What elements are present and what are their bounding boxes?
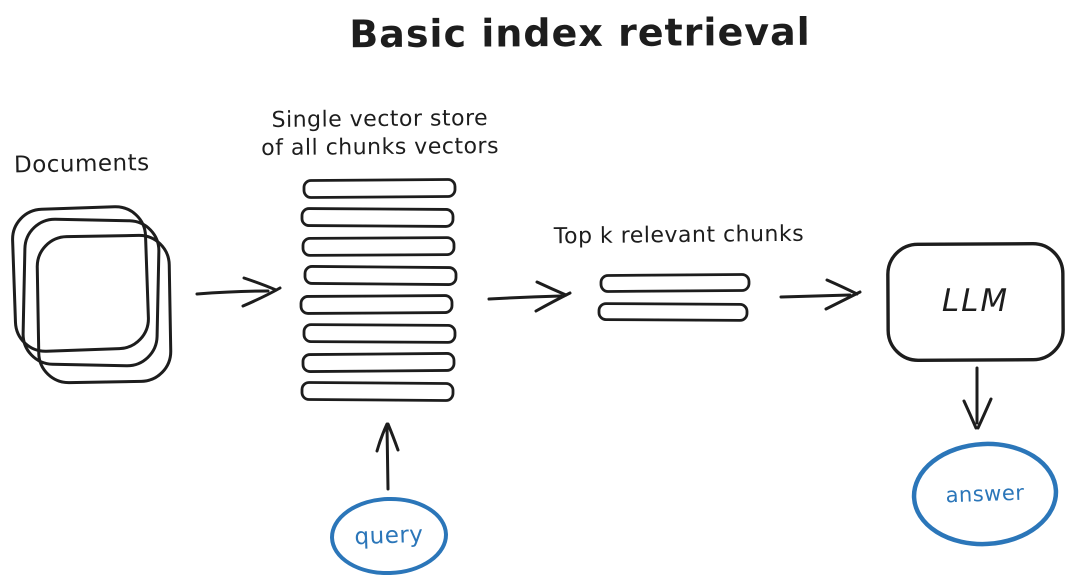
query-label: query: [354, 521, 424, 550]
query-ellipse: [330, 496, 448, 576]
arrow-query-to-vector-store: [375, 422, 400, 491]
vector-chunk-bar: [300, 381, 455, 402]
documents-stack: [11, 205, 173, 385]
arrow-documents-to-vector-store: [195, 276, 282, 308]
arrow-chunks-to-llm: [779, 278, 862, 311]
vector-chunk-bar: [300, 207, 455, 228]
top-chunk-bar: [597, 302, 749, 322]
document-card: [21, 217, 161, 368]
document-card: [11, 205, 150, 353]
vector-store-bars: [299, 178, 458, 402]
vector-chunk-bar: [303, 265, 458, 286]
top-chunk-bar: [599, 273, 751, 293]
vector-chunk-bar: [299, 294, 454, 315]
answer-ellipse: [911, 441, 1059, 547]
document-card: [35, 233, 173, 385]
arrow-llm-to-answer: [962, 366, 993, 430]
top-chunks-bars: [597, 273, 751, 322]
llm-box: [886, 241, 1065, 362]
vector-chunk-bar: [302, 178, 457, 199]
vector-chunk-bar: [301, 352, 456, 373]
vector-store-label: Single vector store of all chunks vector…: [261, 106, 500, 161]
diagram-title: Basic index retrieval: [349, 9, 811, 57]
vector-chunk-bar: [302, 323, 457, 344]
vector-chunk-bar: [301, 236, 456, 257]
llm-label: LLM: [941, 283, 1010, 320]
documents-label: Documents: [13, 150, 150, 179]
arrow-vector-store-to-chunks: [487, 280, 572, 313]
answer-label: answer: [945, 481, 1025, 508]
top-chunks-label: Top k relevant chunks: [553, 221, 805, 250]
